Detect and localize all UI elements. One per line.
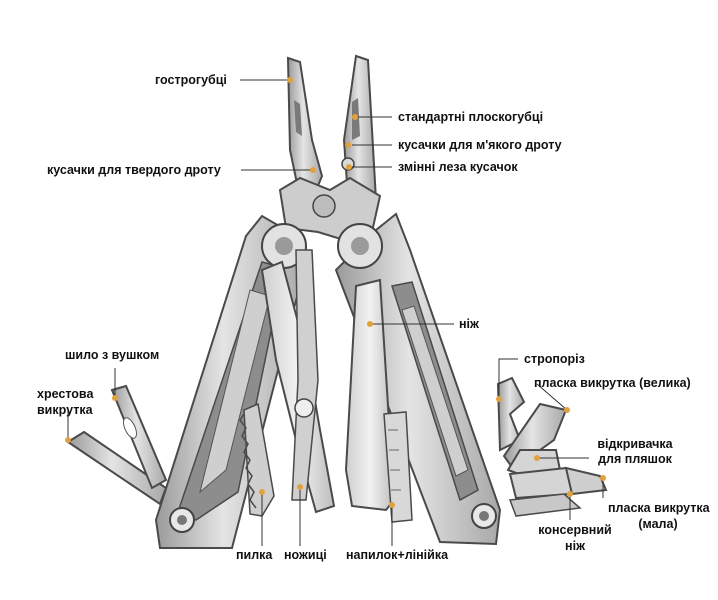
label-can-opener-line1: консервний [538, 523, 612, 537]
label-file-ruler: напилок+лінійка [346, 548, 449, 562]
label-needle-nose: гострогубці [155, 73, 227, 87]
knife-blade [344, 278, 396, 512]
callout-dots [65, 77, 606, 508]
label-phillips-line1: хрестова [37, 387, 94, 401]
saw-blade [239, 402, 275, 517]
label-bottle-line2: для пляшок [598, 452, 672, 466]
file-ruler [383, 411, 413, 523]
label-knife: ніж [459, 317, 479, 331]
label-bottle-line1: відкривачка [597, 437, 673, 451]
label-replaceable-blades: змінні леза кусачок [398, 160, 518, 174]
label-phillips-line2: викрутка [37, 403, 93, 417]
pliers-jaws [261, 54, 383, 269]
label-can-opener-line2: ніж [565, 539, 585, 553]
label-flat-small-line2: (мала) [638, 517, 678, 531]
label-flat-small-line1: пласка викрутка [608, 501, 710, 515]
label-awl: шило з вушком [65, 348, 160, 362]
label-hard-wire-cutter: кусачки для твердого дроту [47, 163, 221, 177]
phillips-screwdriver-and-awl [66, 384, 168, 506]
label-flat-screwdriver-large: пласка викрутка (велика) [534, 376, 691, 390]
right-side-tools [496, 376, 608, 517]
label-saw: пилка [236, 548, 273, 562]
label-strap-cutter: стропоріз [524, 352, 585, 366]
scissors [260, 249, 336, 514]
leader-lines [67, 79, 604, 546]
label-scissors: ножиці [284, 548, 327, 562]
label-soft-wire-cutter: кусачки для м'якого дроту [398, 138, 562, 152]
label-standard-pliers: стандартні плоскогубці [398, 110, 544, 124]
